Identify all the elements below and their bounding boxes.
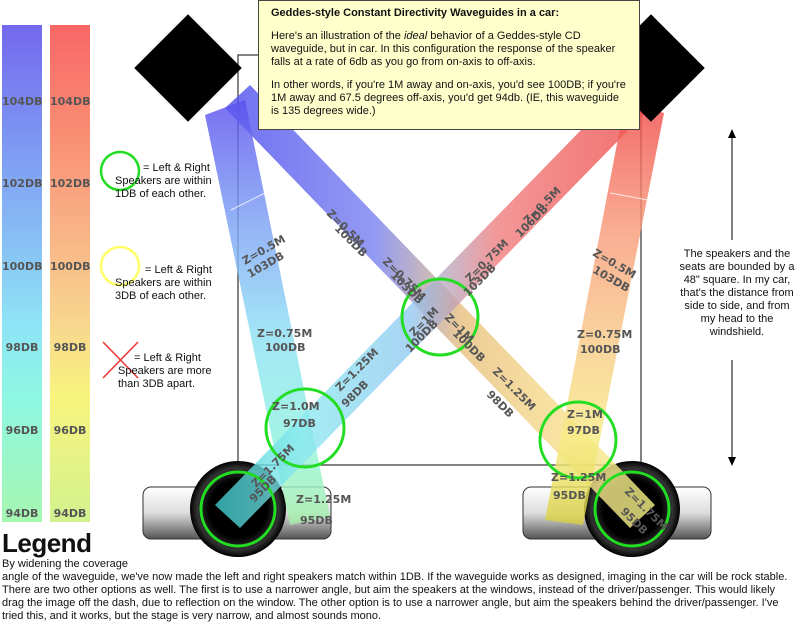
match-circle xyxy=(400,277,480,357)
caption-line-1: By widening the coverage xyxy=(2,558,128,570)
info-paragraph-1: Here's an illustration of the ideal beha… xyxy=(271,30,627,69)
beam-label: 100DB xyxy=(265,341,305,354)
beam-label: Z=0.75M xyxy=(577,328,632,341)
legend-green-text: = Left & Right Speakers are within 1DB o… xyxy=(115,162,212,200)
scale-right-label: 100DB xyxy=(50,260,91,273)
scale-right-label: 102DB xyxy=(50,177,91,190)
db-scale-left: 104DB 102DB 100DB 98DB 96DB 94DB xyxy=(2,25,42,522)
scale-left-label: 100DB xyxy=(2,260,43,273)
beam-label: 100DB xyxy=(580,343,620,356)
match-circle xyxy=(264,387,346,469)
scale-left-label: 94DB xyxy=(5,507,39,520)
caption-body: angle of the waveguide, we've now made t… xyxy=(2,571,788,622)
info-para1-emphasis: ideal xyxy=(403,30,428,42)
scale-right-label: 98DB xyxy=(53,341,87,354)
beam-label: 97DB xyxy=(567,424,600,437)
beam-divider xyxy=(319,223,341,245)
beam-divider xyxy=(531,223,554,245)
right-beam-off-axis xyxy=(545,102,664,525)
info-para1-start: Here's an illustration of the xyxy=(271,30,404,42)
info-paragraph-2: In other words, if you're 1M away and on… xyxy=(271,79,626,117)
scale-left-label: 104DB xyxy=(2,95,43,108)
beam-label: Z=1.25M xyxy=(296,493,351,506)
legend-green-ring xyxy=(99,150,141,192)
beam-label: Z=1.25M xyxy=(551,471,606,484)
legend-red-text: = Left & Right Speakers are more than 3D… xyxy=(118,352,212,390)
scale-right-label: 104DB xyxy=(50,95,91,108)
left-speaker xyxy=(134,14,242,122)
match-circle xyxy=(538,400,618,480)
scale-left-label: 96DB xyxy=(5,424,39,437)
dimension-note: The speakers and the seats are bounded b… xyxy=(679,248,795,338)
scale-left-label: 102DB xyxy=(2,177,43,190)
dimension-arrowhead xyxy=(728,129,736,138)
legend-yellow-text: = Left & Right Speakers are within 3DB o… xyxy=(115,264,212,302)
scale-right-label: 94DB xyxy=(53,507,87,520)
dimension-arrowhead xyxy=(728,457,736,466)
beam-label: 95DB xyxy=(300,514,333,527)
beam-label: 97DB xyxy=(283,417,316,430)
info-para1-end: behavior of a Geddes-style CD waveguide,… xyxy=(271,30,616,68)
beam-label: Z=1.0M xyxy=(272,400,320,413)
scale-right-label: 96DB xyxy=(53,424,87,437)
legend-yellow-ring xyxy=(99,245,141,287)
beam-label: Z=1M xyxy=(567,408,603,421)
match-circle xyxy=(593,470,671,548)
beam-label: Z=0.75M xyxy=(257,327,312,340)
beam-label: 95DB xyxy=(553,489,586,502)
info-title: Geddes-style Constant Directivity Wavegu… xyxy=(271,7,560,19)
right-beam-on-axis xyxy=(215,85,650,528)
left-beam-off-axis xyxy=(205,100,330,525)
legend-red-cross xyxy=(102,341,139,379)
match-circle xyxy=(199,470,277,548)
beam-divider xyxy=(609,192,649,201)
legend-title: Legend xyxy=(2,528,92,558)
db-scale-right: 104DB 102DB 100DB 98DB 96DB 94DB xyxy=(50,25,90,522)
info-box: Geddes-style Constant Directivity Wavegu… xyxy=(258,0,640,130)
scale-left-label: 98DB xyxy=(5,341,39,354)
beam-divider xyxy=(230,192,266,211)
